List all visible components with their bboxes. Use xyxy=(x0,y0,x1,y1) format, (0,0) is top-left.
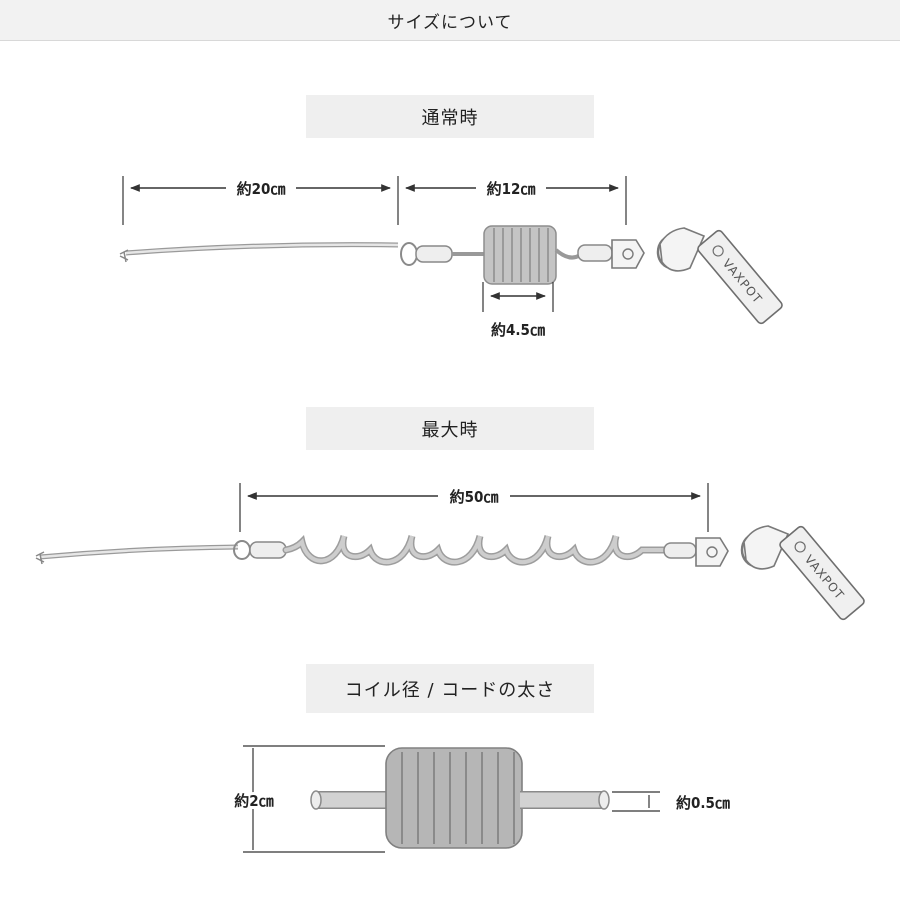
max-hardware: VAXPOT xyxy=(663,525,865,621)
section-label-max: 最大時 xyxy=(306,407,594,450)
max-cord xyxy=(35,540,287,565)
max-loop-left xyxy=(233,540,251,560)
cord-thickness-label: 約0.5㎝ xyxy=(676,794,730,812)
max-diagram: 約50㎝ VAXPOT xyxy=(35,483,865,621)
coil-cord-right-end xyxy=(598,790,610,810)
coil-detail-diagram: 約2㎝ 約0.5㎝ xyxy=(231,745,730,853)
coil-width-label: 約4.5㎝ xyxy=(491,321,545,339)
normal-diagram: 約20㎝ 約12㎝ xyxy=(119,176,783,339)
max-cord-knot-end xyxy=(35,551,45,565)
max-hook xyxy=(743,525,790,570)
normal-cord xyxy=(119,242,486,266)
normal-loop-left xyxy=(400,242,418,266)
normal-crimp-left xyxy=(415,245,453,263)
max-crimp-left xyxy=(249,541,287,559)
page-title: サイズについて xyxy=(387,12,513,33)
normal-hook xyxy=(659,227,706,272)
section-label-coil-text: コイル径 / コードの太さ xyxy=(344,679,556,701)
coil-cord-left-end xyxy=(310,790,322,810)
cord-knot-end xyxy=(119,249,129,263)
cord-length-label: 約20㎝ xyxy=(237,180,286,198)
section-label-normal-text: 通常時 xyxy=(421,107,479,129)
coil-body xyxy=(385,747,523,849)
max-swivel xyxy=(695,537,729,567)
max-tag: VAXPOT xyxy=(779,525,865,621)
coil-length-label: 約12㎝ xyxy=(487,180,536,198)
normal-swivel xyxy=(611,239,645,269)
normal-hardware: VAXPOT xyxy=(577,227,783,325)
section-label-coil: コイル径 / コードの太さ xyxy=(306,664,594,713)
max-crimp-right xyxy=(663,542,697,559)
page-header: サイズについて xyxy=(0,0,900,41)
brand-logo-icon xyxy=(712,245,724,257)
max-brand-logo-icon xyxy=(794,541,806,553)
normal-crimp-right xyxy=(577,244,613,262)
section-label-normal: 通常時 xyxy=(306,95,594,138)
section-label-max-text: 最大時 xyxy=(421,419,479,441)
normal-tag: VAXPOT xyxy=(697,229,783,325)
normal-coil xyxy=(483,225,601,285)
coil-diameter-label: 約2㎝ xyxy=(234,792,273,810)
total-length-label: 約50㎝ xyxy=(450,488,499,506)
